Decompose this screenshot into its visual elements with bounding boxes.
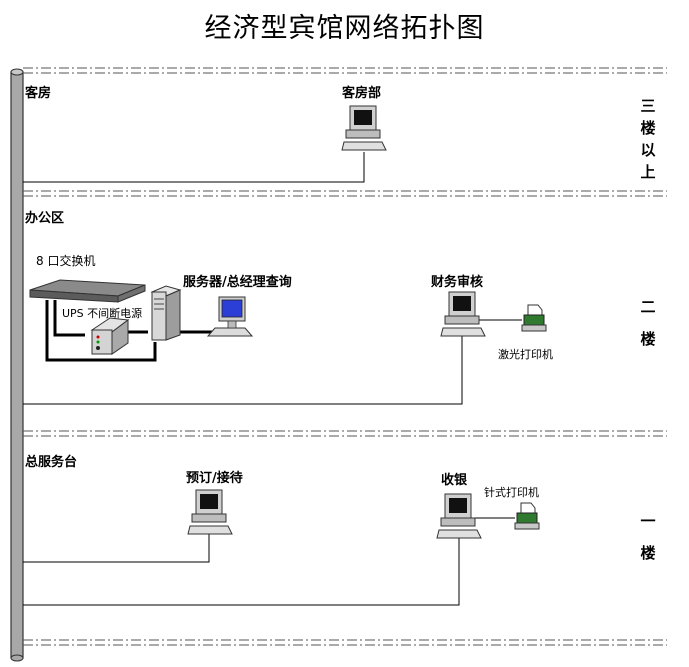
server-icon (150, 285, 182, 341)
connections (23, 152, 522, 606)
dot-matrix-printer-label: 针式打印机 (484, 486, 539, 499)
floor-label-char: 二 (640, 298, 656, 316)
floor-label-char: 楼 (640, 544, 656, 562)
laser-printer-icon (521, 304, 547, 332)
floor-label-char: 三 (640, 97, 656, 115)
pc-icon-booking (187, 489, 233, 535)
zone-label-front-desk: 总服务台 (25, 455, 78, 470)
backbone-cable (10, 68, 24, 662)
server-label: 服务器/总经理查询 (183, 275, 292, 290)
floor-label-char: 以 (640, 141, 656, 159)
switch-label: 8 口交换机 (36, 254, 96, 268)
booking-label: 预订/接待 (186, 471, 243, 486)
floor-separators (23, 67, 667, 646)
zone-label-guestrooms: 客房 (25, 86, 52, 101)
finance-label: 财务审核 (431, 275, 484, 290)
diagram-title: 经济型宾馆网络拓扑图 (204, 13, 485, 44)
floor-label-char: 楼 (640, 330, 656, 348)
pc-icon-cashier (436, 493, 482, 539)
floor-label-3: 三楼以上 (638, 95, 658, 183)
laser-printer-label: 激光打印机 (498, 348, 553, 361)
node-label-guestroom-dept: 客房部 (342, 86, 382, 101)
switch-icon (29, 279, 146, 303)
ups-icon (90, 317, 130, 355)
ups-label: UPS 不间断电源 (62, 307, 143, 320)
floor-label-char: 上 (640, 163, 656, 181)
pc-icon-guestroom (341, 105, 387, 151)
cashier-label: 收银 (441, 473, 468, 488)
floor-label-2: 二楼 (638, 296, 658, 350)
floor-label-char: 一 (640, 512, 656, 530)
dot-matrix-printer-icon (514, 502, 540, 530)
floor-label-1: 一楼 (638, 510, 658, 564)
floor-label-char: 楼 (640, 119, 656, 137)
pc-icon-finance (440, 291, 486, 337)
manager-workstation-icon (206, 296, 254, 337)
zone-label-office: 办公区 (25, 211, 65, 226)
